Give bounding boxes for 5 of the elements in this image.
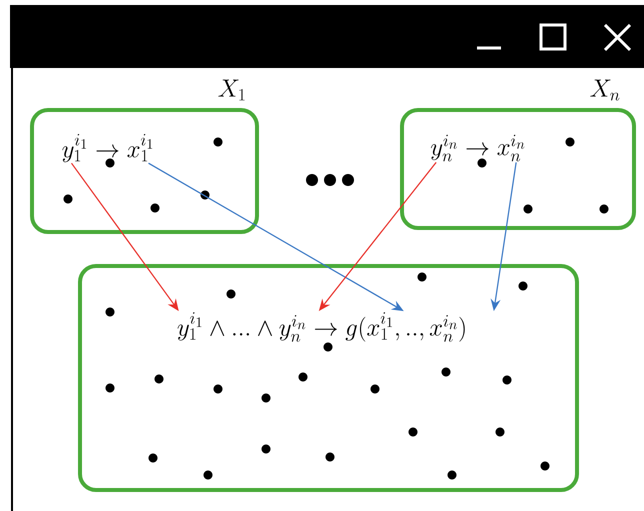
set-label: $X_n$	[590, 80, 620, 100]
formula: $y_n^{i_n} \rightarrow x_n^{i_n}$	[431, 134, 524, 162]
set-label: $X_1$	[218, 80, 244, 100]
formula: $y_1^{i_1} \wedge ... \wedge y_n^{i_n} \rightarrow g(x_1^{i_1}, .., x_n^{i_n})$	[178, 312, 465, 342]
formula: $y_1^{i_1} \rightarrow x_1^{i_1}$	[62, 134, 152, 162]
